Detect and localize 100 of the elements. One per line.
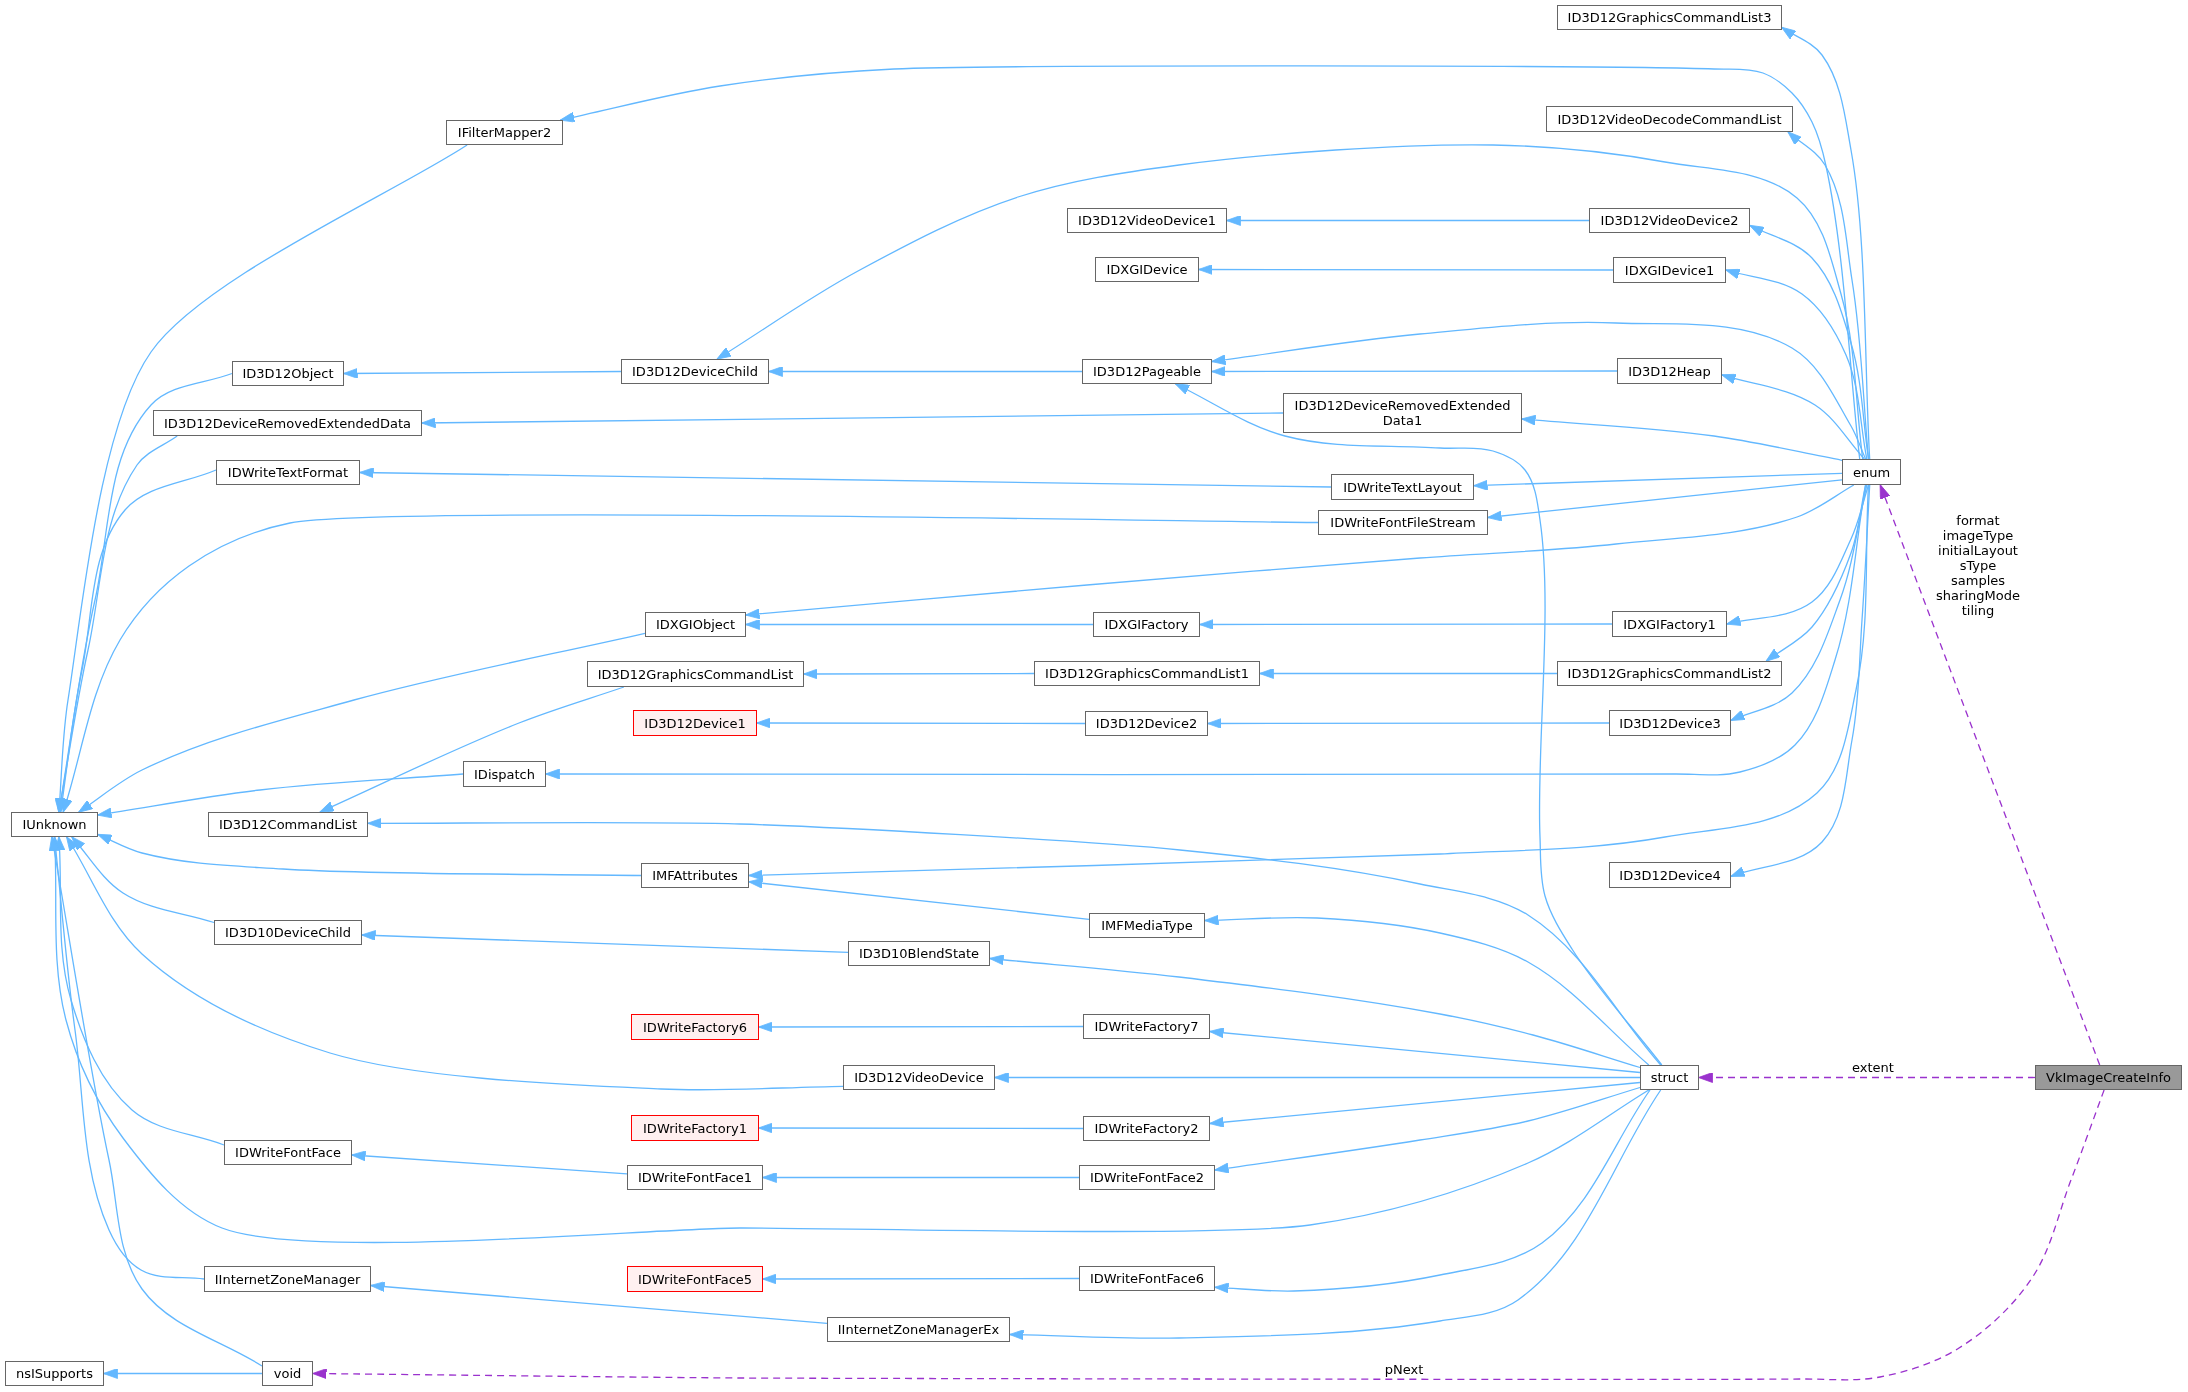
arrow: [1725, 268, 1868, 460]
arrow: [803, 668, 1035, 680]
arrow: [359, 467, 1332, 488]
class-box: IFilterMapper2: [446, 120, 563, 145]
edge-label: format imageType initialLayout sType samples sharingMode tiling: [1934, 512, 2022, 618]
arrow: [756, 717, 1086, 729]
arrow: [48, 836, 263, 1367]
class-box: nsISupports: [5, 1361, 104, 1386]
arrow: [62, 514, 1319, 813]
class-box: IDWriteTextLayout: [1331, 474, 1474, 500]
class-box: IDXGIFactory: [1093, 612, 1200, 637]
arrow: [1226, 215, 1590, 226]
class-box: IDWriteFontFileStream: [1318, 510, 1488, 535]
arrow: [758, 1122, 1084, 1134]
class-box: IDWriteFactory2: [1083, 1116, 1210, 1141]
class-box: IDWriteFactory6: [631, 1014, 759, 1040]
arrow: [71, 836, 215, 924]
arrow: [1209, 1027, 1641, 1074]
class-box: void: [262, 1361, 313, 1386]
arrow: [1214, 1089, 1651, 1294]
class-box: IDXGIDevice: [1095, 257, 1199, 282]
arrow: [1721, 373, 1866, 460]
class-box: ID3D12VideoDevice1: [1067, 208, 1227, 233]
arrow: [1009, 1089, 1662, 1341]
class-box: IDXGIDevice1: [1613, 257, 1726, 283]
arrow: [1209, 1081, 1641, 1128]
arrow: [1174, 383, 1663, 1066]
class-box: IDWriteFontFace6: [1079, 1266, 1215, 1291]
arrow: [55, 435, 178, 813]
class-box: ID3D12DeviceRemovedExtendedData: [153, 410, 422, 436]
arrow: [745, 484, 1855, 620]
class-box: ID3D12VideoDevice: [843, 1065, 995, 1090]
arrow: [716, 144, 1864, 460]
class-box: ID3D12Device1: [633, 710, 757, 736]
class-box: IDWriteFactory1: [631, 1115, 759, 1141]
class-box: ID3D12Device2: [1085, 711, 1208, 736]
class-box: ID3D12Object: [232, 361, 344, 386]
arrow: [994, 1072, 1641, 1083]
class-box: VkImageCreateInfo: [2035, 1065, 2182, 1090]
arrow: [103, 1368, 263, 1379]
arrow: [1781, 26, 1871, 460]
arrow: [1726, 484, 1870, 627]
arrow: [1730, 484, 1868, 722]
class-box: ID3D12GraphicsCommandList: [587, 661, 804, 687]
arrow: [1749, 224, 1870, 460]
class-box: IMFAttributes: [641, 863, 749, 888]
arrow: [351, 1150, 628, 1175]
dashed-arrow: [312, 1089, 2105, 1381]
class-box: ID3D12DeviceChild: [621, 359, 769, 384]
arrow: [66, 836, 844, 1091]
arrow: [745, 619, 1094, 630]
arrow: [989, 954, 1641, 1069]
arrow: [1211, 366, 1618, 377]
class-box: IDWriteFontFace: [224, 1140, 352, 1165]
arrow: [1198, 264, 1614, 275]
class-box: IDXGIFactory1: [1612, 611, 1727, 637]
class-box: ID3D12DeviceRemovedExtended Data1: [1283, 393, 1522, 433]
arrow: [78, 632, 646, 813]
arrow: [1204, 914, 1650, 1066]
arrow: [1214, 1086, 1641, 1174]
arrow: [758, 1021, 1084, 1033]
arrow: [1765, 484, 1867, 662]
arrow: [1473, 472, 1843, 491]
arrow: [1730, 484, 1871, 878]
class-box: IDWriteFontFace1: [627, 1165, 763, 1190]
arrow: [370, 1281, 828, 1324]
class-box: ID3D10BlendState: [848, 941, 990, 966]
class-box: ID3D12GraphicsCommandList3: [1557, 5, 1782, 30]
arrow: [762, 1172, 1080, 1183]
arrow: [97, 833, 642, 877]
arrow: [762, 1273, 1080, 1285]
arrow: [1487, 479, 1843, 522]
arrow: [1521, 414, 1843, 461]
class-box: ID3D12Heap: [1617, 358, 1722, 384]
arrow: [54, 836, 225, 1146]
arrow: [361, 930, 849, 953]
class-box: ID3D10DeviceChild: [214, 920, 362, 945]
arrow: [1211, 321, 1867, 460]
arrow: [343, 368, 622, 379]
class-box: ID3D12VideoDecodeCommandList: [1546, 106, 1793, 132]
class-box: IDWriteFontFace2: [1079, 1165, 1215, 1190]
class-box: IDispatch: [463, 761, 546, 787]
class-box: struct: [1640, 1065, 1699, 1090]
dashed-arrow: [1879, 484, 2101, 1066]
class-box: IInternetZoneManagerEx: [827, 1317, 1010, 1342]
arrow: [367, 817, 1662, 1066]
class-box: ID3D12VideoDevice2: [1589, 208, 1750, 233]
arrow: [1259, 668, 1558, 679]
dashed-arrow: [1698, 1072, 2036, 1083]
arrow: [57, 469, 217, 813]
class-box: IInternetZoneManager: [204, 1266, 371, 1292]
class-box: IUnknown: [11, 812, 98, 837]
class-box: IDXGIObject: [645, 612, 746, 637]
arrow: [768, 366, 1083, 377]
arrow: [748, 877, 1090, 920]
class-box: IMFMediaType: [1089, 913, 1205, 938]
class-box: ID3D12CommandList: [208, 812, 368, 837]
class-box: ID3D12Device4: [1609, 862, 1731, 888]
class-box: IDWriteTextFormat: [216, 460, 360, 485]
arrow: [1207, 718, 1610, 729]
